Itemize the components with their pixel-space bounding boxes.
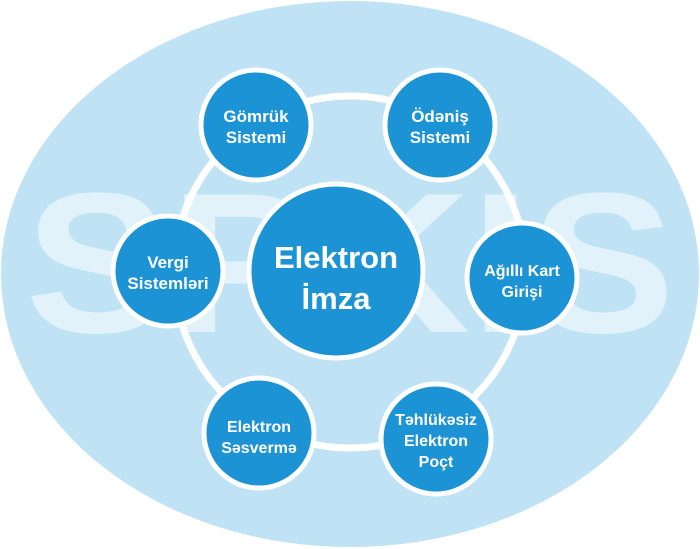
node-circle <box>464 220 580 336</box>
node-vergi-sistemleri[interactable]: Vergi Sistemləri <box>110 213 226 329</box>
node-elektron-sesverme[interactable]: Elektron Səsvermə <box>201 375 317 491</box>
node-label-line: Gömrük <box>223 107 289 126</box>
center-node-label-line1: Elektron <box>274 240 398 275</box>
node-tehlukesiz-elektron-poct[interactable]: Təhlükəsiz Elektron Poçt <box>378 381 494 497</box>
node-circle <box>201 375 317 491</box>
center-node-circle <box>246 181 426 361</box>
node-agilli-kart-girisi[interactable]: Ağıllı Kart Girişi <box>464 220 580 336</box>
node-label-line: Sistemi <box>226 128 286 147</box>
node-label-line: Vergi <box>147 253 189 272</box>
node-label-line: Ağıllı Kart <box>484 263 560 280</box>
node-label-line: Elektron <box>404 433 468 450</box>
node-label-line: Səsvermə <box>221 440 297 457</box>
node-label-line: Ödəniş <box>411 107 469 126</box>
node-circle <box>110 213 226 329</box>
center-node-label-line2: İmza <box>302 281 372 316</box>
node-gomruk-sistemi[interactable]: Gömrük Sistemi <box>198 67 314 183</box>
node-circle <box>378 381 494 497</box>
node-label-line: Sistemləri <box>127 274 208 293</box>
node-label-line: Poçt <box>419 454 454 471</box>
center-node[interactable]: Elektron İmza <box>246 181 426 361</box>
node-circle <box>382 67 498 183</box>
node-label-line: Sistemi <box>410 128 470 147</box>
node-label-line: Girişi <box>502 284 543 301</box>
node-odenis-sistemi[interactable]: Ödəniş Sistemi <box>382 67 498 183</box>
node-label-line: Elektron <box>227 419 291 436</box>
node-circle <box>198 67 314 183</box>
node-label-line: Təhlükəsiz <box>395 412 477 429</box>
